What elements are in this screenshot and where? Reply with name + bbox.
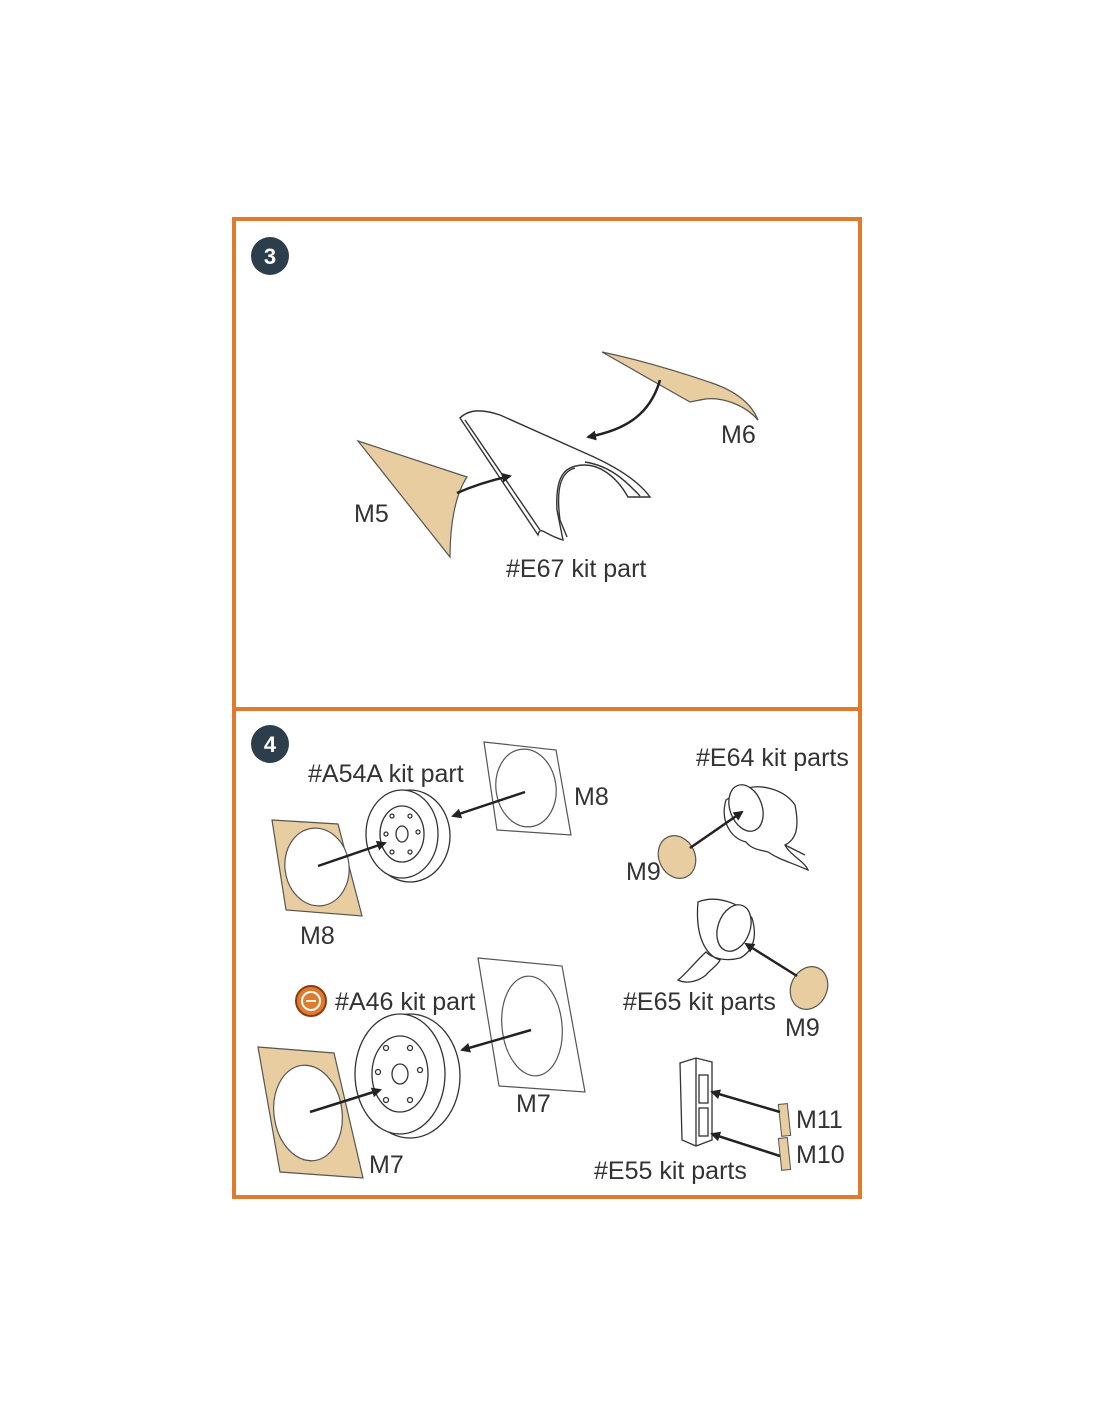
arrow-m7-white-to-wheel <box>460 1028 532 1053</box>
label-m9-top: M9 <box>626 858 661 886</box>
m5-mask <box>356 439 468 559</box>
e55-part <box>679 1057 713 1147</box>
label-m6: M6 <box>721 421 756 449</box>
step-3-number: 3 <box>264 244 276 269</box>
label-e55-kit-parts: #E55 kit parts <box>594 1157 747 1185</box>
label-a46-kit-part: #A46 kit part <box>335 988 475 1016</box>
m9-top-mask <box>657 835 697 879</box>
label-e67-kit-part: #E67 kit part <box>506 555 646 583</box>
step-4-panel <box>232 707 862 1199</box>
arrow-m9-to-e64 <box>689 810 744 850</box>
e67-canopy-part <box>459 410 652 541</box>
label-m5: M5 <box>354 500 389 528</box>
label-m10: M10 <box>796 1141 845 1169</box>
step-4-badge: 4 <box>251 725 289 763</box>
arrow-m9-to-e65 <box>744 942 798 978</box>
label-m7-bottom: M7 <box>369 1151 404 1179</box>
arrow-m8-white-to-wheel <box>451 790 526 819</box>
step-3-badge: 3 <box>251 237 289 275</box>
m9-bottom-mask <box>789 966 829 1010</box>
label-m7-top: M7 <box>516 1090 551 1118</box>
label-e64-kit-parts: #E64 kit parts <box>696 744 849 772</box>
m11-mask <box>777 1103 792 1137</box>
a54a-wheel-part <box>365 789 451 883</box>
m8-tan-mask <box>271 819 363 917</box>
m8-white-mask <box>483 741 572 836</box>
label-m11: M11 <box>796 1106 843 1134</box>
m7-white-mask <box>477 957 586 1093</box>
e65-part <box>676 898 755 983</box>
arrow-m7-tan-to-wheel <box>309 1087 382 1114</box>
arrow-m11-to-e55 <box>710 1089 781 1114</box>
arrow-m6-to-e67 <box>586 379 662 441</box>
step-4-number: 4 <box>264 732 277 757</box>
arrow-m8-tan-to-wheel <box>317 840 387 868</box>
mirror-symmetry-icon <box>295 985 327 1017</box>
arrow-m5-to-e67 <box>456 472 512 495</box>
m10-mask <box>777 1137 792 1171</box>
label-a54a-kit-part: #A54A kit part <box>308 760 464 788</box>
label-m9-bottom: M9 <box>785 1014 820 1042</box>
label-m8-top: M8 <box>574 783 609 811</box>
label-e65-kit-parts: #E65 kit parts <box>623 988 776 1016</box>
label-m8-bottom: M8 <box>300 922 335 950</box>
e64-part <box>723 784 810 872</box>
arrow-m10-to-e55 <box>710 1131 781 1158</box>
a46-wheel-part <box>354 1013 461 1139</box>
